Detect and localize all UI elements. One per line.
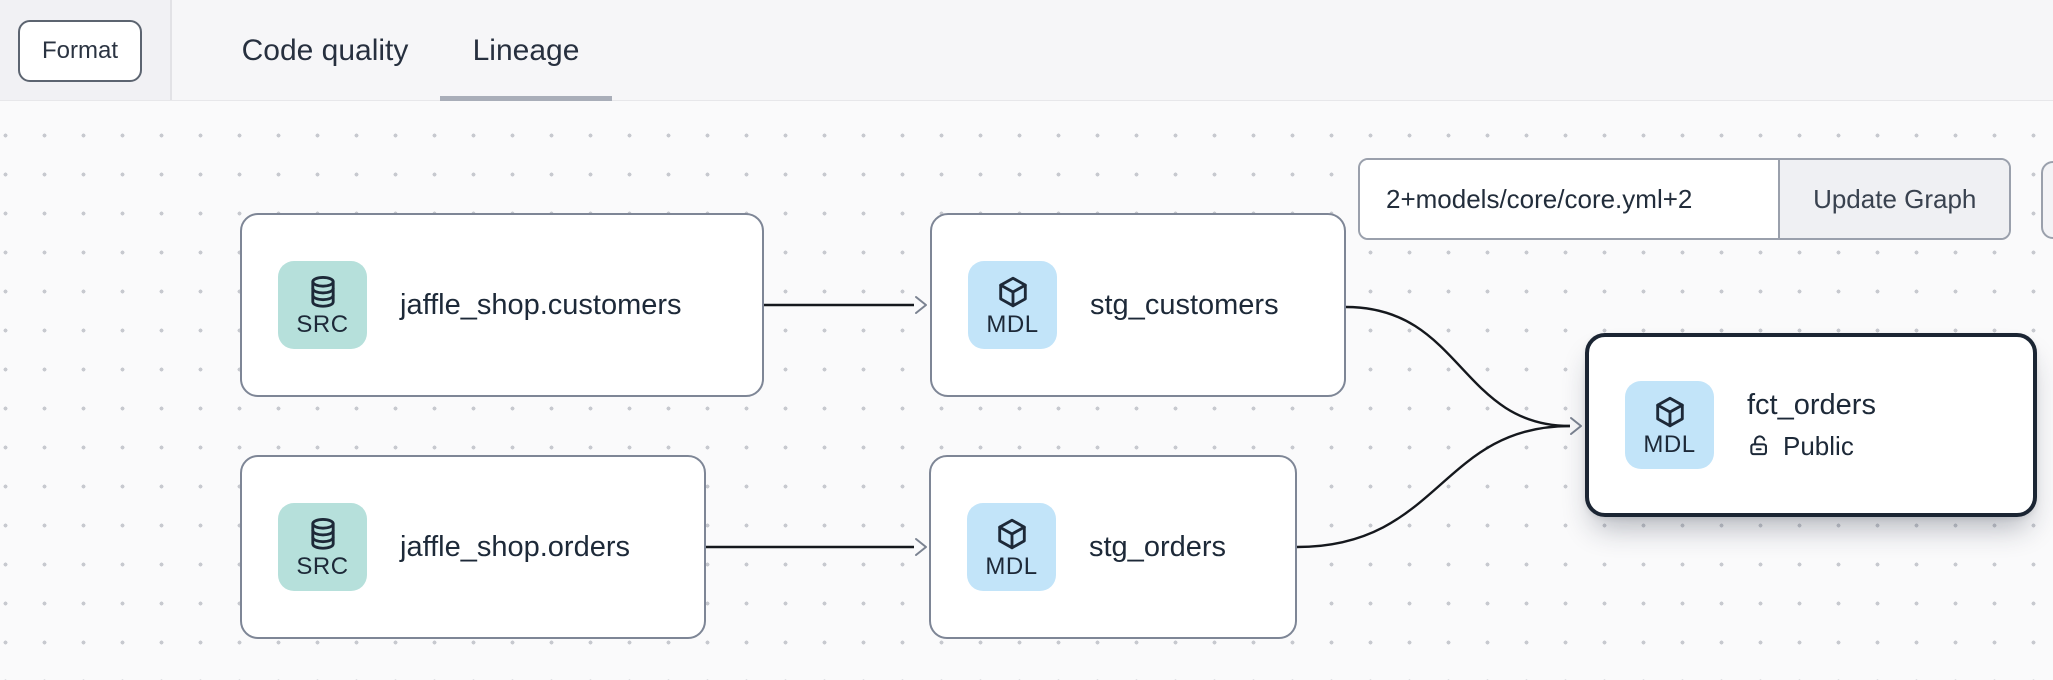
active-tab-indicator xyxy=(440,96,612,103)
selector-input[interactable] xyxy=(1360,160,1779,238)
format-section: Format xyxy=(0,0,172,100)
lineage-node-stg-orders[interactable]: MDL stg_orders xyxy=(929,455,1297,639)
lineage-selector-group: Update Graph xyxy=(1358,158,2011,240)
node-label: fct_orders xyxy=(1747,388,1876,421)
node-type-badge: SRC xyxy=(296,552,349,580)
access-badge: Public xyxy=(1747,431,1876,462)
lineage-node-fct-orders[interactable]: MDL fct_orders Public xyxy=(1585,333,2037,517)
lock-open-icon xyxy=(1750,435,1767,456)
node-type-badge: MDL xyxy=(1643,430,1696,458)
tab-lineage-label: Lineage xyxy=(472,33,580,67)
source-type-tile: SRC xyxy=(278,261,367,349)
tab-code-quality[interactable]: Code quality xyxy=(210,0,440,101)
node-type-badge: SRC xyxy=(296,310,349,338)
node-label: jaffle_shop.orders xyxy=(400,530,631,563)
lineage-node-jaffle-shop-customers[interactable]: SRC jaffle_shop.customers xyxy=(240,213,764,397)
database-icon xyxy=(310,275,335,308)
partial-right-control[interactable] xyxy=(2041,161,2053,239)
node-label: stg_orders xyxy=(1089,530,1227,563)
cube-icon xyxy=(997,518,1026,549)
format-button[interactable]: Format xyxy=(18,20,142,82)
node-text-column: fct_orders Public xyxy=(1747,389,1876,462)
cube-icon xyxy=(1655,396,1684,427)
model-type-tile: MDL xyxy=(967,503,1056,591)
node-label: stg_customers xyxy=(1090,288,1279,321)
node-type-badge: MDL xyxy=(985,552,1038,580)
model-type-tile: MDL xyxy=(968,261,1057,349)
lineage-node-stg-customers[interactable]: MDL stg_customers xyxy=(930,213,1346,397)
tab-code-quality-label: Code quality xyxy=(241,33,409,67)
database-icon xyxy=(310,517,335,550)
source-type-tile: SRC xyxy=(278,503,367,591)
tab-lineage[interactable]: Lineage xyxy=(440,0,612,103)
console-tabs: Code quality Lineage xyxy=(210,0,612,103)
node-label: jaffle_shop.customers xyxy=(400,288,682,321)
node-type-badge: MDL xyxy=(986,310,1039,338)
cube-icon xyxy=(998,276,1027,307)
model-type-tile: MDL xyxy=(1625,381,1714,469)
editor-toolbar: Format Code quality Lineage xyxy=(0,0,2053,103)
update-graph-button[interactable]: Update Graph xyxy=(1778,160,2009,238)
lineage-node-jaffle-shop-orders[interactable]: SRC jaffle_shop.orders xyxy=(240,455,706,639)
access-badge-label: Public xyxy=(1783,430,1854,461)
